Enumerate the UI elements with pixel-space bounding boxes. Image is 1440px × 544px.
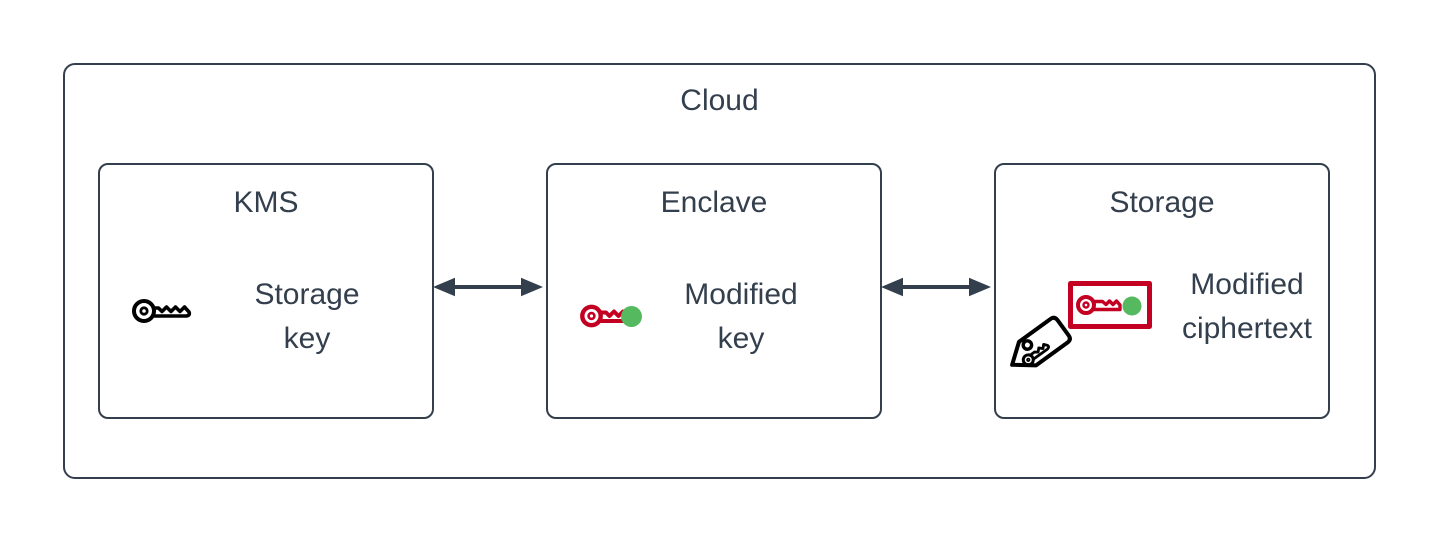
enclave-label-line2: key bbox=[717, 322, 765, 355]
kms-label-line1: Storage bbox=[254, 278, 360, 311]
green-dot bbox=[1122, 296, 1142, 316]
arrowhead-left-icon bbox=[881, 277, 903, 297]
arrowhead-right-icon bbox=[969, 277, 991, 297]
kms-title: KMS bbox=[233, 186, 299, 219]
arrow-kms-enclave bbox=[432, 274, 544, 300]
enclave-label-line1: Modified bbox=[684, 278, 798, 311]
storage-title: Storage bbox=[1109, 186, 1215, 219]
enclave-title: Enclave bbox=[660, 186, 768, 219]
key-icon bbox=[131, 289, 197, 327]
modified-key-icon bbox=[579, 295, 647, 333]
storage-label-line2: ciphertext bbox=[1181, 312, 1313, 345]
modified-ciphertext-icon bbox=[1068, 281, 1152, 329]
tag-key-icon bbox=[998, 308, 1082, 384]
arrowhead-right-icon bbox=[521, 277, 543, 297]
arrow-enclave-storage bbox=[880, 274, 992, 300]
storage-label: Modified ciphertext bbox=[1107, 263, 1387, 351]
kms-label-line2: key bbox=[283, 322, 331, 355]
enclave-node: Enclave Modified key bbox=[546, 163, 882, 419]
arrowhead-left-icon bbox=[433, 277, 455, 297]
green-dot bbox=[621, 306, 642, 327]
enclave-label: Modified key bbox=[611, 273, 871, 361]
kms-node: KMS Storage key bbox=[98, 163, 434, 419]
storage-node: Storage bbox=[994, 163, 1330, 419]
cloud-container: Cloud KMS Storage key Enclave bbox=[63, 63, 1376, 479]
kms-label: Storage key bbox=[177, 273, 437, 361]
storage-label-line1: Modified bbox=[1190, 268, 1304, 301]
cloud-title: Cloud bbox=[680, 84, 759, 117]
